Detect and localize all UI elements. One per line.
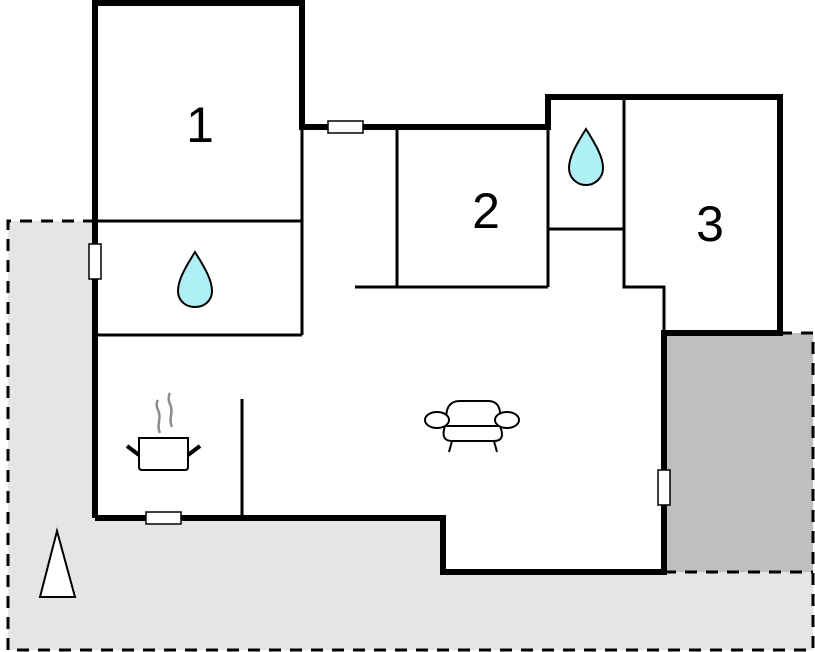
exterior-walls [92, 0, 783, 575]
terrace-dark [664, 333, 813, 572]
window-corridor-top [327, 120, 364, 134]
windows [88, 120, 671, 525]
room-label-1: 1 [186, 97, 214, 153]
north-arrow-icon [38, 527, 77, 598]
water-drop-icon [176, 250, 214, 309]
outdoor-boundary [6, 219, 815, 652]
window-bath1-west [88, 243, 102, 280]
window-kitchen-south [145, 511, 182, 525]
outdoor-area-light [8, 221, 813, 650]
window-living-east [657, 469, 671, 506]
room-label-3: 3 [696, 196, 724, 252]
room-label-2: 2 [472, 183, 500, 239]
water-drop-icon [567, 127, 605, 187]
armchair-icon [424, 400, 520, 453]
interior-walls [95, 97, 666, 518]
cooking-pot-icon [125, 392, 202, 471]
